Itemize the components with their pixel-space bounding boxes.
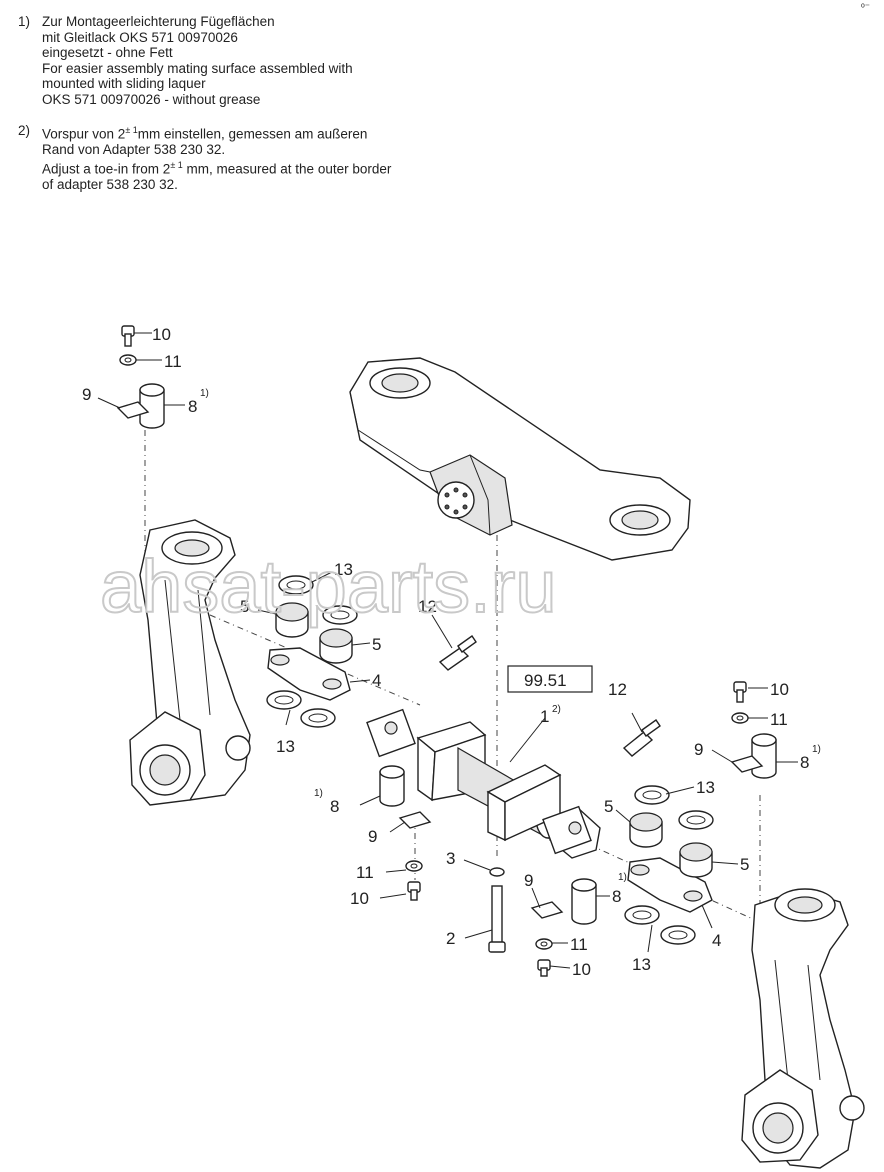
callout-2: 2 — [446, 929, 455, 948]
callout-4: 4 — [372, 671, 381, 690]
callout-8-note: 1) — [812, 744, 821, 755]
kingpin-set-mid — [379, 765, 506, 953]
callout-10: 10 — [350, 889, 369, 908]
tie-rod-cylinder — [366, 708, 601, 859]
footnote-1-line: mounted with sliding laquer — [42, 76, 206, 91]
callout-5: 5 — [740, 855, 749, 874]
callout-10: 10 — [572, 960, 591, 979]
callout-8: 8 — [188, 397, 197, 416]
callout-8: 8 — [612, 887, 621, 906]
track-rod-right — [627, 857, 713, 913]
callout-3: 3 — [446, 849, 455, 868]
footnote-1: 1) Zur Montageerleichterung Fügeflächen … — [18, 14, 391, 107]
footnote-2-text: Vorspur von 2 — [42, 126, 126, 142]
callout-5: 5 — [604, 797, 613, 816]
track-rod-left — [267, 647, 351, 701]
callout-9: 9 — [82, 385, 91, 404]
grease-nipples — [438, 635, 661, 757]
footnote-1-line: Zur Montageerleichterung Fügeflächen — [42, 14, 275, 29]
footnote-2-line: Rand von Adapter 538 230 32. — [42, 142, 226, 157]
callout-5: 5 — [372, 635, 381, 654]
footnote-2-number: 2) — [18, 123, 31, 138]
bushings — [275, 602, 713, 878]
callout-9: 9 — [524, 871, 533, 890]
callout-4: 4 — [712, 931, 721, 950]
callout-11: 11 — [570, 935, 588, 954]
leader-lines — [97, 332, 798, 969]
footnote-1-line: OKS 571 00970026 - without grease — [42, 91, 261, 107]
reference-box-frame — [507, 665, 593, 693]
tab-washers — [266, 575, 714, 945]
callout-8: 8 — [330, 797, 339, 816]
callout-8-note: 1) — [314, 788, 323, 799]
corner-mark: ᵒ⁻ — [860, 2, 870, 13]
callout-10: 10 — [152, 325, 171, 344]
left-steering-knuckle — [129, 519, 251, 806]
tolerance-superscript: ± 1 — [170, 159, 183, 170]
footnote-2-line: Adjust a toe-in from 2± 1 mm, measured a… — [18, 158, 391, 177]
footnote-2-text: mm, measured at the outer border — [182, 161, 392, 176]
right-steering-knuckle — [741, 888, 865, 1169]
footnote-2-text: Adjust a toe-in from 2 — [42, 161, 171, 176]
footnote-1-line: mit Gleitlack OKS 571 00970026 — [42, 29, 238, 45]
callout-10: 10 — [770, 680, 789, 699]
callout-9: 9 — [368, 827, 377, 846]
callout-8: 8 — [800, 753, 809, 772]
callout-12: 12 — [418, 597, 437, 616]
callout-5: 5 — [240, 597, 249, 616]
footnote-2: 2) Vorspur von 2± 1mm einstellen, gemess… — [18, 123, 391, 192]
tolerance-superscript: ± 1 — [125, 125, 138, 135]
callouts: 10 11 9 8 1) 13 5 12 5 4 13 1 2) 8 1) 9 … — [82, 325, 821, 979]
footnote-2-line: Vorspur von 2± 1mm einstellen, gemessen … — [18, 123, 391, 142]
reference-box: 99.51 — [507, 665, 593, 693]
axle-beam — [349, 357, 691, 561]
callout-1: 1 — [540, 707, 549, 726]
footnote-1-number: 1) — [18, 14, 31, 29]
footnote-2-line: of adapter 538 230 32. — [42, 176, 178, 192]
kingpin-set-top-left — [116, 325, 165, 429]
callout-12: 12 — [608, 680, 627, 699]
callout-13: 13 — [276, 737, 295, 756]
callout-9: 9 — [694, 740, 703, 759]
callout-1-note: 2) — [552, 704, 561, 715]
callout-8-note: 1) — [200, 388, 209, 399]
callout-11: 11 — [356, 863, 374, 882]
callout-11: 11 — [164, 352, 182, 371]
reference-number: 99.51 — [524, 671, 567, 690]
callout-13: 13 — [632, 955, 651, 974]
callout-13: 13 — [696, 778, 715, 797]
callout-4-note: 1) — [618, 872, 627, 883]
watermark: ahsat-parts.ru — [100, 545, 557, 628]
footnote-1-line: eingesetzt - ohne Fett — [42, 45, 173, 60]
footnote-1-line: For easier assembly mating surface assem… — [42, 60, 353, 76]
kingpin-set-low — [530, 878, 597, 977]
kingpin-set-right — [730, 681, 777, 779]
footnotes: 1) Zur Montageerleichterung Fügeflächen … — [18, 14, 391, 192]
callout-13: 13 — [334, 560, 353, 579]
callout-11: 11 — [770, 710, 788, 729]
footnote-2-text: mm einstellen, gemessen am außeren — [137, 126, 368, 142]
